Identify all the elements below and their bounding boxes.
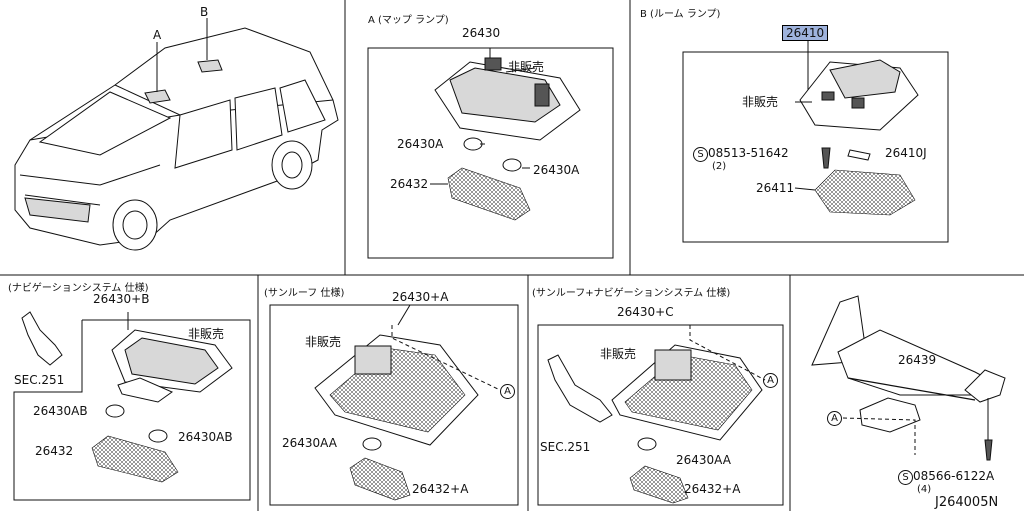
nav-lamp-drawing (21, 311, 233, 483)
section-title-a: A (マップ ランプ) (368, 15, 449, 26)
sunroof-nav-lamp-drawing (547, 325, 766, 504)
sunroof-lamp-drawing (314, 304, 501, 501)
part-26430-b[interactable]: 26430+B (93, 292, 150, 306)
nav-sec-251[interactable]: SEC.251 (14, 373, 65, 387)
screw-part-number: 08513-51642 (708, 146, 789, 160)
part-26430aa-nav[interactable]: 26430AA (676, 453, 731, 467)
sunroof-lamp-not-sold: 非販売 (305, 335, 342, 349)
bracket-ref-a[interactable]: A (827, 410, 842, 426)
map-lamp-drawing (430, 48, 581, 221)
diagram-id: J264005N (935, 495, 999, 510)
ref-a-marker: A (500, 384, 515, 399)
part-26432[interactable]: 26432 (390, 177, 429, 191)
screw-symbol-icon: S (898, 470, 913, 485)
ref-a-marker: A (827, 411, 842, 426)
part-26430[interactable]: 26430 (462, 26, 501, 40)
room-lamp-drawing (794, 37, 919, 216)
car-marker-b: B (200, 5, 209, 19)
screw-symbol-icon: S (693, 147, 708, 162)
part-26430-a[interactable]: 26430+A (392, 290, 449, 304)
room-lamp-not-sold: 非販売 (742, 95, 779, 109)
part-26430ab-right[interactable]: 26430AB (178, 430, 233, 444)
part-26432-a[interactable]: 26432+A (412, 482, 469, 496)
screw-quantity: (2) (712, 161, 727, 172)
part-26430-c[interactable]: 26430+C (617, 305, 674, 319)
sunroof-nav-ref-a[interactable]: A (763, 372, 778, 388)
sunroof-nav-sec-251[interactable]: SEC.251 (540, 440, 591, 454)
section-frames (13, 47, 949, 506)
car-illustration (14, 18, 339, 251)
sunroof-nav-lamp-not-sold: 非販売 (600, 347, 637, 361)
map-lamp-not-sold: 非販売 (508, 60, 545, 74)
section-title-sunroof-nav: (サンルーフ+ナビゲーションシステム 仕様) (532, 288, 731, 299)
sunroof-ref-a[interactable]: A (500, 383, 515, 399)
part-26430a-right[interactable]: 26430A (533, 163, 580, 177)
bracket-screw-part-number: 08566-6122A (913, 469, 995, 483)
bracket-drawing (811, 295, 1006, 461)
part-26430ab-left[interactable]: 26430AB (33, 404, 88, 418)
part-26410j[interactable]: 26410J (885, 146, 927, 160)
part-26432-a-nav[interactable]: 26432+A (684, 482, 741, 496)
part-26410[interactable]: 26410 (782, 25, 829, 41)
part-26430aa[interactable]: 26430AA (282, 436, 337, 450)
car-marker-a: A (153, 28, 162, 42)
nav-lamp-not-sold: 非販売 (188, 327, 225, 341)
part-26432-nav[interactable]: 26432 (35, 444, 74, 458)
section-title-sunroof: (サンルーフ 仕様) (264, 288, 345, 299)
part-26430a-left[interactable]: 26430A (397, 137, 444, 151)
bracket-screw-quantity: (4) (917, 484, 932, 495)
part-26439[interactable]: 26439 (898, 353, 937, 367)
part-26411[interactable]: 26411 (756, 181, 795, 195)
section-title-b: B (ルーム ランプ) (640, 9, 721, 20)
section-title-nav: (ナビゲーションシステム 仕様) (8, 283, 149, 294)
ref-a-marker: A (763, 373, 778, 388)
